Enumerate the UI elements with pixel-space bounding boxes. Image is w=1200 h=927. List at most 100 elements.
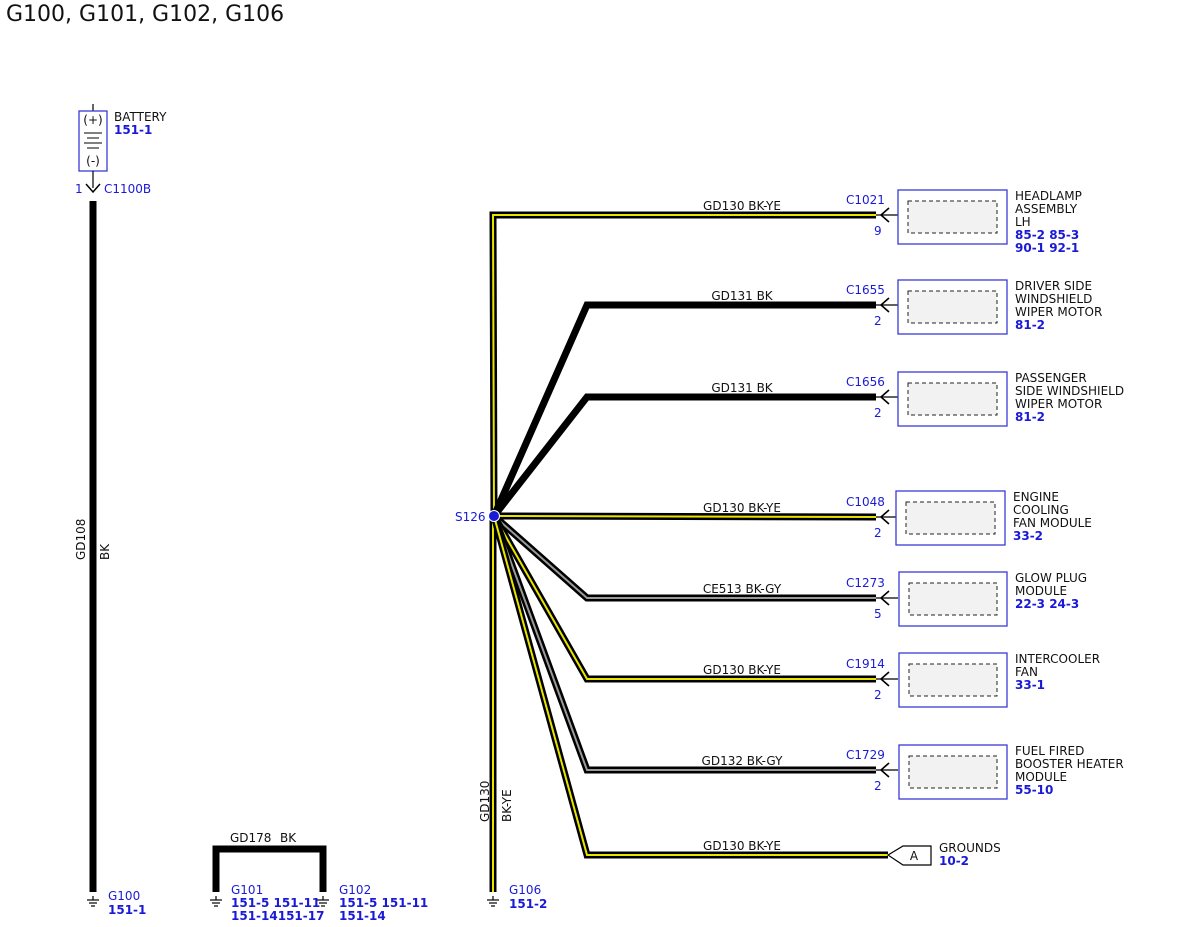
battery-connector: 1 C1100B: [75, 182, 151, 196]
ground-icon-g100: [86, 895, 100, 907]
wire-label: GD130 BK-YE: [703, 839, 781, 853]
gd108-code: GD108: [74, 519, 88, 560]
gd178-color: BK: [280, 831, 297, 845]
branch-wire-c1914: [490, 514, 876, 683]
branch-wire-c1021: [489, 211, 876, 517]
ground-g101-refs-2: 151-14151-17: [231, 909, 324, 923]
grounds-tag: A: [910, 849, 919, 863]
component-ref: 55-10: [1015, 783, 1053, 797]
component-name-line: FUEL FIRED: [1015, 744, 1084, 758]
battery-pin: 1: [75, 182, 83, 196]
component-name-line: WIPER MOTOR: [1015, 397, 1102, 411]
ground-g100-ref: 151-1: [108, 903, 146, 917]
ground-g106: G106: [509, 883, 541, 897]
component-ref: 33-2: [1013, 529, 1043, 543]
ground-g100: G100: [108, 889, 140, 903]
component-ref: 81-2: [1015, 410, 1045, 424]
component-name-line: MODULE: [1015, 770, 1067, 784]
battery-minus: (-): [86, 154, 100, 168]
grounds-link: A GROUNDS 10-2: [886, 841, 1001, 868]
component-ref: 33-1: [1015, 678, 1045, 692]
component-name-line: GLOW PLUG: [1015, 571, 1087, 585]
component-ref: 90-1 92-1: [1015, 241, 1079, 255]
battery-connector-label: C1100B: [104, 182, 151, 196]
battery-ref: 151-1: [114, 123, 152, 137]
components: GD130 BK-YE C1021 9 HEADLAMPASSEMBLYLH85-2 …: [702, 189, 1125, 853]
connector-label: C1914: [846, 657, 885, 671]
component-name-line: HEADLAMP: [1015, 189, 1082, 203]
connector-label: C1273: [846, 576, 885, 590]
pin-label: 2: [874, 406, 882, 420]
gd178-code: GD178: [230, 831, 271, 845]
connector-label: C1655: [846, 283, 885, 297]
ground-g102-refs-2: 151-14: [339, 909, 386, 923]
wire-label: GD130 BK-YE: [703, 199, 781, 213]
ground-icon-g101: [209, 895, 223, 907]
wire-gd178: [212, 845, 327, 892]
ground-icon-g106: [486, 895, 500, 907]
page-title: G100, G101, G102, G106: [6, 2, 285, 27]
component-connector-body: [907, 200, 998, 234]
branch-wires: [489, 211, 888, 859]
connector-label: C1021: [846, 193, 885, 207]
branch-wire-c1048: [493, 512, 877, 521]
component-name-line: COOLING: [1013, 503, 1069, 517]
ground-g101: G101: [231, 883, 263, 897]
component-name-line: FAN MODULE: [1013, 516, 1092, 530]
wire-label: GD131 BK: [711, 381, 773, 395]
battery-plus: (+): [83, 113, 102, 127]
component-name-line: WIPER MOTOR: [1015, 305, 1102, 319]
battery: (+) (-) BATTERY 151-1: [78, 104, 167, 188]
pin-label: 2: [874, 526, 882, 540]
component-name-line: DRIVER SIDE: [1015, 279, 1092, 293]
component-connector-body: [908, 755, 998, 789]
branch-wire-grounds: [490, 515, 888, 859]
branch-wire-c1273: [491, 513, 876, 602]
wire-label: GD132 BK-GY: [702, 754, 784, 768]
component-name-line: ASSEMBLY: [1015, 202, 1078, 216]
pin-label: 5: [874, 607, 882, 621]
branch-wire-c1729: [490, 514, 876, 774]
ground-g106-ref: 151-2: [509, 897, 547, 911]
trunk-color: BK-YE: [500, 789, 514, 822]
ground-g102: G102: [339, 883, 371, 897]
component-name-line: LH: [1015, 215, 1031, 229]
component-name-line: PASSENGER: [1015, 371, 1087, 385]
component-name-line: INTERCOOLER: [1015, 652, 1100, 666]
ground-g102-refs-1: 151-5 151-11: [339, 896, 428, 910]
pin-label: 9: [874, 224, 882, 238]
connector-label: C1048: [846, 495, 885, 509]
component-ref: 22-3 24-3: [1015, 597, 1079, 611]
component-connector-body: [908, 663, 998, 697]
wire-label: CE513 BK-GY: [703, 582, 782, 596]
battery-label: BATTERY: [114, 110, 167, 124]
component-connector-body: [907, 382, 998, 416]
component-name-line: FAN: [1015, 665, 1038, 679]
ground-g101-refs-1: 151-5 151-11: [231, 896, 320, 910]
splice-s126: [488, 510, 500, 522]
grounds-ref: 10-2: [939, 854, 969, 868]
connector-label: C1656: [846, 375, 885, 389]
gd108-color: BK: [98, 543, 112, 560]
wire-label: GD131 BK: [711, 289, 773, 303]
pin-label: 2: [874, 779, 882, 793]
pin-label: 2: [874, 688, 882, 702]
component-connector-body: [907, 290, 998, 324]
component-name-line: SIDE WINDSHIELD: [1015, 384, 1124, 398]
battery-symbol: [78, 110, 108, 172]
component-ref: 85-2 85-3: [1015, 228, 1079, 242]
component-connector-body: [905, 501, 996, 535]
grounds-name: GROUNDS: [939, 841, 1001, 855]
component-name-line: BOOSTER HEATER: [1015, 757, 1124, 771]
branch-wire-c1655: [490, 301, 876, 518]
component-ref: 81-2: [1015, 318, 1045, 332]
component-connector-body: [908, 582, 998, 616]
wire-label: GD130 BK-YE: [703, 501, 781, 515]
component-name-line: WINDSHIELD: [1015, 292, 1092, 306]
splice-label: S126: [455, 510, 486, 524]
component-name-line: MODULE: [1015, 584, 1067, 598]
wire-label: GD130 BK-YE: [703, 663, 781, 677]
connector-label: C1729: [846, 748, 885, 762]
component-name-line: ENGINE: [1013, 490, 1059, 504]
